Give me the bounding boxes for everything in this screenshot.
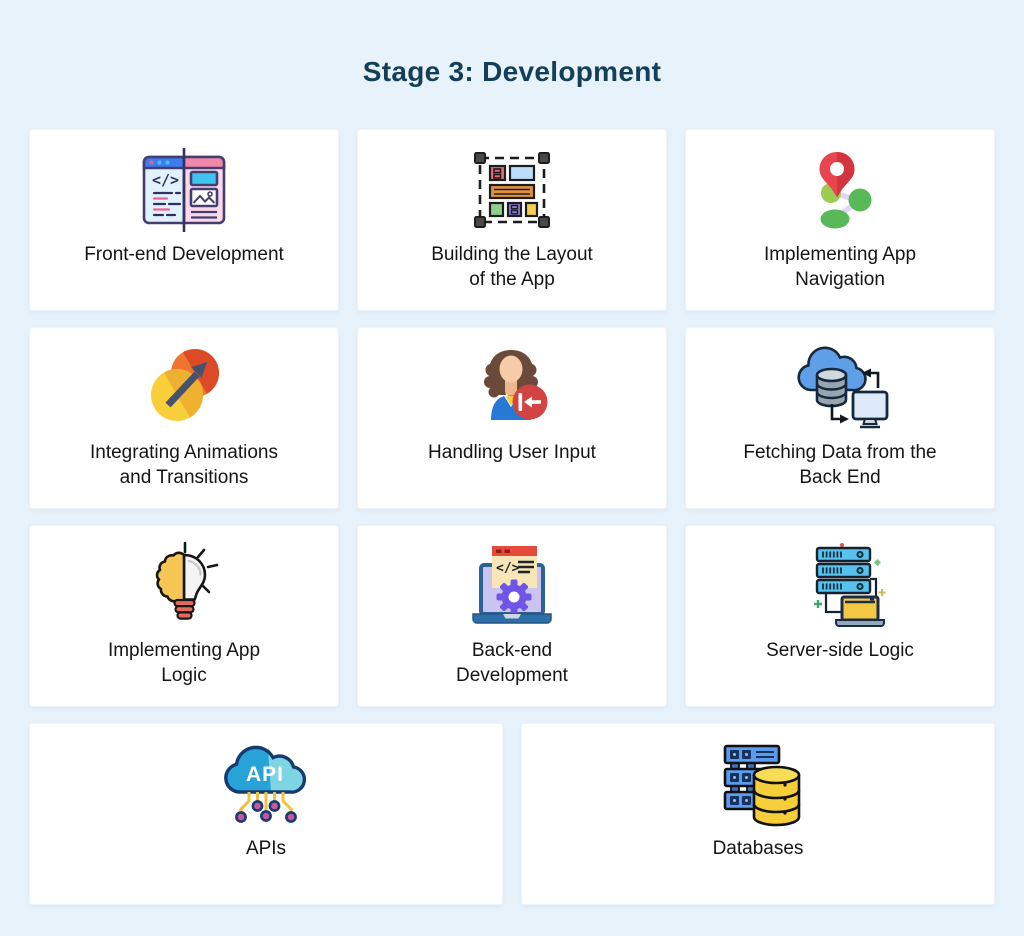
page-title: Stage 3: Development [362, 56, 662, 87]
card-apis: API [30, 724, 502, 904]
card-label: Building the Layout of the App [431, 244, 593, 290]
card-front-end-development: </> Front-end Development [30, 130, 338, 310]
card-building-layout: Building the Layout of the App [358, 130, 666, 310]
brain-bulb-icon [155, 541, 219, 620]
card-label: Fetching Data from the Back End [743, 442, 937, 488]
svg-text:</>: </> [152, 171, 179, 189]
card-label: Handling User Input [428, 442, 596, 463]
card-databases: Databases [522, 724, 994, 904]
card-user-input: Handling User Input [358, 328, 666, 508]
card-label: Server-side Logic [766, 640, 914, 661]
card-server-side-logic: Server-side Logic [686, 526, 994, 706]
split-browser-icon: </> [142, 148, 226, 232]
card-animations-transitions: Integrating Animations and Transitions [30, 328, 338, 508]
layout-frame-icon [474, 152, 550, 228]
card-label: Implementing App Navigation [763, 244, 917, 290]
card-label: Implementing App Logic [107, 640, 261, 686]
api-cloud-label: API [246, 763, 284, 786]
laptop-gear-code-icon: </> [472, 546, 552, 624]
cloud-database-sync-icon [797, 346, 889, 429]
card-label: Front-end Development [84, 244, 284, 265]
map-pin-route-icon [819, 152, 872, 229]
card-label: Databases [712, 838, 804, 859]
card-label: APIs [245, 838, 287, 859]
card-app-logic: Implementing App Logic [30, 526, 338, 706]
animation-circles-arrow-icon [151, 349, 219, 421]
cards-grid: </> Front-end Development [30, 130, 994, 904]
svg-text:</>: </> [496, 561, 520, 576]
card-label: Back-end Development [456, 640, 568, 686]
api-cloud-circuit-icon: API [224, 745, 307, 823]
user-input-icon [484, 350, 548, 420]
server-laptop-icon [814, 543, 886, 627]
card-fetching-data: Fetching Data from the Back End [686, 328, 994, 508]
card-back-end-development: </> [358, 526, 666, 706]
card-label: Integrating Animations and Transitions [89, 442, 278, 488]
card-app-navigation: Implementing App Navigation [686, 130, 994, 310]
server-database-icon [723, 744, 801, 827]
